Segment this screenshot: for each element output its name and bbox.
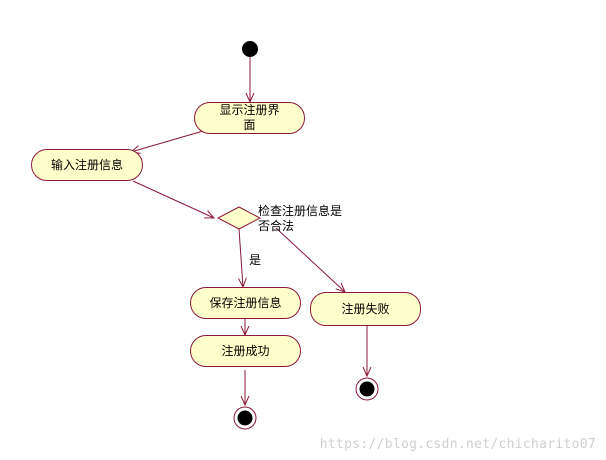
action-input-register-info-label: 输入注册信息 (50, 157, 123, 172)
edge-decision-to-fail (275, 227, 345, 292)
edge-decision-to-save (239, 228, 243, 287)
initial-node (242, 41, 258, 57)
watermark-text: https://blog.csdn.net/chicharito07 (319, 437, 596, 452)
action-save-register-info: 保存注册信息 (190, 287, 301, 319)
final-node-success (233, 406, 257, 430)
decision-diamond (216, 206, 262, 230)
action-register-fail: 注册失败 (310, 292, 421, 326)
action-show-register-ui: 显示注册界面 (194, 102, 305, 134)
edge-show-ui-to-input (131, 130, 204, 152)
action-save-register-info-label: 保存注册信息 (209, 295, 282, 310)
decision-label: 检查注册信息是否合法 (258, 204, 343, 233)
guard-yes-label: 是 (249, 253, 262, 267)
action-register-success: 注册成功 (190, 335, 301, 367)
final-node-fail (355, 377, 379, 401)
action-show-register-ui-label: 显示注册界面 (219, 103, 280, 132)
action-register-success-label: 注册成功 (221, 343, 270, 358)
action-input-register-info: 输入注册信息 (31, 149, 143, 181)
edge-input-to-decision (132, 180, 214, 218)
action-register-fail-label: 注册失败 (341, 301, 390, 316)
